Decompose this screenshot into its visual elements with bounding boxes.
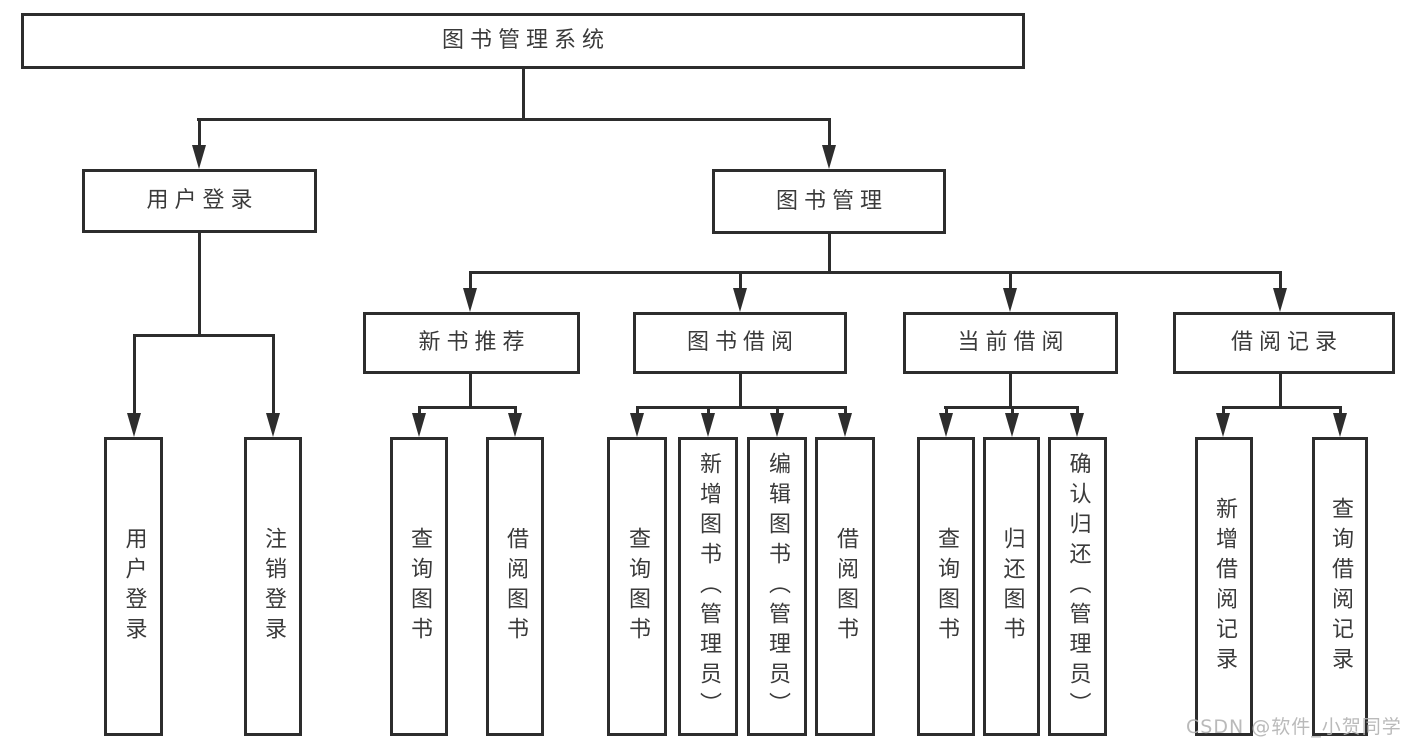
connector-arrow-stem [1279,271,1282,291]
connector-book-borrow-branch [636,406,847,409]
arrowhead-down-icon [630,413,644,437]
connector-user-login-branch [133,334,275,337]
connector-new-book-branch [418,406,517,409]
connector-current-borrow-stem [1009,374,1012,409]
connector-arrow-stem [1009,271,1012,291]
connector-arrow-stem [514,406,517,416]
node-leaf-query-book-recommend: 查询图书 [390,437,448,736]
arrowhead-down-icon [463,288,477,312]
connector-arrow-stem [945,406,948,416]
connector-arrow-stem [739,271,742,291]
arrowhead-down-icon [412,413,426,437]
node-label: 查询图书 [625,526,650,647]
node-label: 借阅记录 [1230,330,1343,355]
node-leaf-add-borrow-record: 新增借阅记录 [1195,437,1253,736]
arrowhead-down-icon [1070,413,1084,437]
connector-arrow-stem [198,118,201,148]
node-label: 新增借阅记录 [1212,496,1237,677]
connector-borrow-record-stem [1279,374,1282,409]
arrowhead-down-icon [1216,413,1230,437]
node-leaf-query-book: 查询图书 [607,437,667,736]
node-label: 新书推荐 [418,330,531,355]
connector-arrow-stem [776,406,779,416]
arrowhead-down-icon [838,413,852,437]
node-label: 查询图书 [934,526,959,647]
node-label: 当前借阅 [957,330,1070,355]
connector-arrow-stem [1339,406,1342,416]
node-leaf-logout: 注销登录 [244,437,302,736]
node-leaf-query-current: 查询图书 [917,437,975,736]
node-label: 图书借阅 [686,330,799,355]
node-user-login-module: 用户登录 [82,169,317,233]
connector-arrow-stem [707,406,710,416]
arrowhead-down-icon [1333,413,1347,437]
arrowhead-down-icon [127,413,141,437]
node-label: 确认归还（管理员） [1065,451,1091,722]
arrowhead-down-icon [266,413,280,437]
connector-book-mgmt-stem [828,234,831,274]
node-label: 编辑图书（管理员） [765,451,790,722]
node-leaf-return-book: 归还图书 [983,437,1040,736]
node-label: 新增图书（管理员） [696,451,721,722]
node-library-management-system: 图书管理系统 [21,13,1025,69]
connector-arrow-stem [1076,406,1079,416]
arrowhead-down-icon [508,413,522,437]
connector-arrow-stem [133,334,136,416]
connector-user-login-stem [198,233,201,337]
node-borrow-record: 借阅记录 [1173,312,1395,374]
node-book-borrow: 图书借阅 [633,312,847,374]
connector-new-book-stem [469,374,472,409]
arrowhead-down-icon [939,413,953,437]
node-label: 归还图书 [999,526,1025,647]
node-leaf-borrow-book-recommend: 借阅图书 [486,437,544,736]
node-leaf-edit-book-admin: 编辑图书（管理员） [747,437,807,736]
node-leaf-borrow-book: 借阅图书 [815,437,875,736]
arrowhead-down-icon [1005,413,1019,437]
node-leaf-add-book-admin: 新增图书（管理员） [678,437,738,736]
node-current-borrow: 当前借阅 [903,312,1118,374]
node-label: 注销登录 [261,526,286,647]
arrowhead-down-icon [770,413,784,437]
node-label: 图书管理系统 [441,28,610,53]
arrowhead-down-icon [1273,288,1287,312]
connector-arrow-stem [1011,406,1014,416]
node-label: 图书管理 [775,188,888,214]
connector-borrow-record-branch [1222,406,1342,409]
node-label: 借阅图书 [503,526,528,647]
connector-book-borrow-stem [739,374,742,409]
arrowhead-down-icon [192,145,206,169]
watermark: CSDN @软件_小贺同学 [1186,716,1402,738]
connector-root-stem [522,69,525,121]
node-label: 用户登录 [121,526,147,647]
connector-arrow-stem [844,406,847,416]
connector-arrow-stem [636,406,639,416]
node-leaf-user-login: 用户登录 [104,437,163,736]
arrowhead-down-icon [822,145,836,169]
node-leaf-query-borrow-record: 查询借阅记录 [1312,437,1368,736]
connector-arrow-stem [1222,406,1225,416]
node-label: 查询图书 [407,526,432,647]
node-new-book-recommend: 新书推荐 [363,312,580,374]
node-book-management-module: 图书管理 [712,169,946,234]
node-leaf-confirm-return-admin: 确认归还（管理员） [1048,437,1107,736]
arrowhead-down-icon [701,413,715,437]
connector-book-mgmt-branch [469,271,1282,274]
connector-arrow-stem [469,271,472,291]
connector-arrow-stem [418,406,421,416]
arrowhead-down-icon [733,288,747,312]
connector-arrow-stem [828,118,831,148]
connector-root-branch [197,118,831,121]
connector-arrow-stem [272,334,275,416]
node-label: 借阅图书 [833,526,858,647]
node-label: 查询借阅记录 [1328,496,1353,677]
node-label: 用户登录 [146,188,259,213]
arrowhead-down-icon [1003,288,1017,312]
